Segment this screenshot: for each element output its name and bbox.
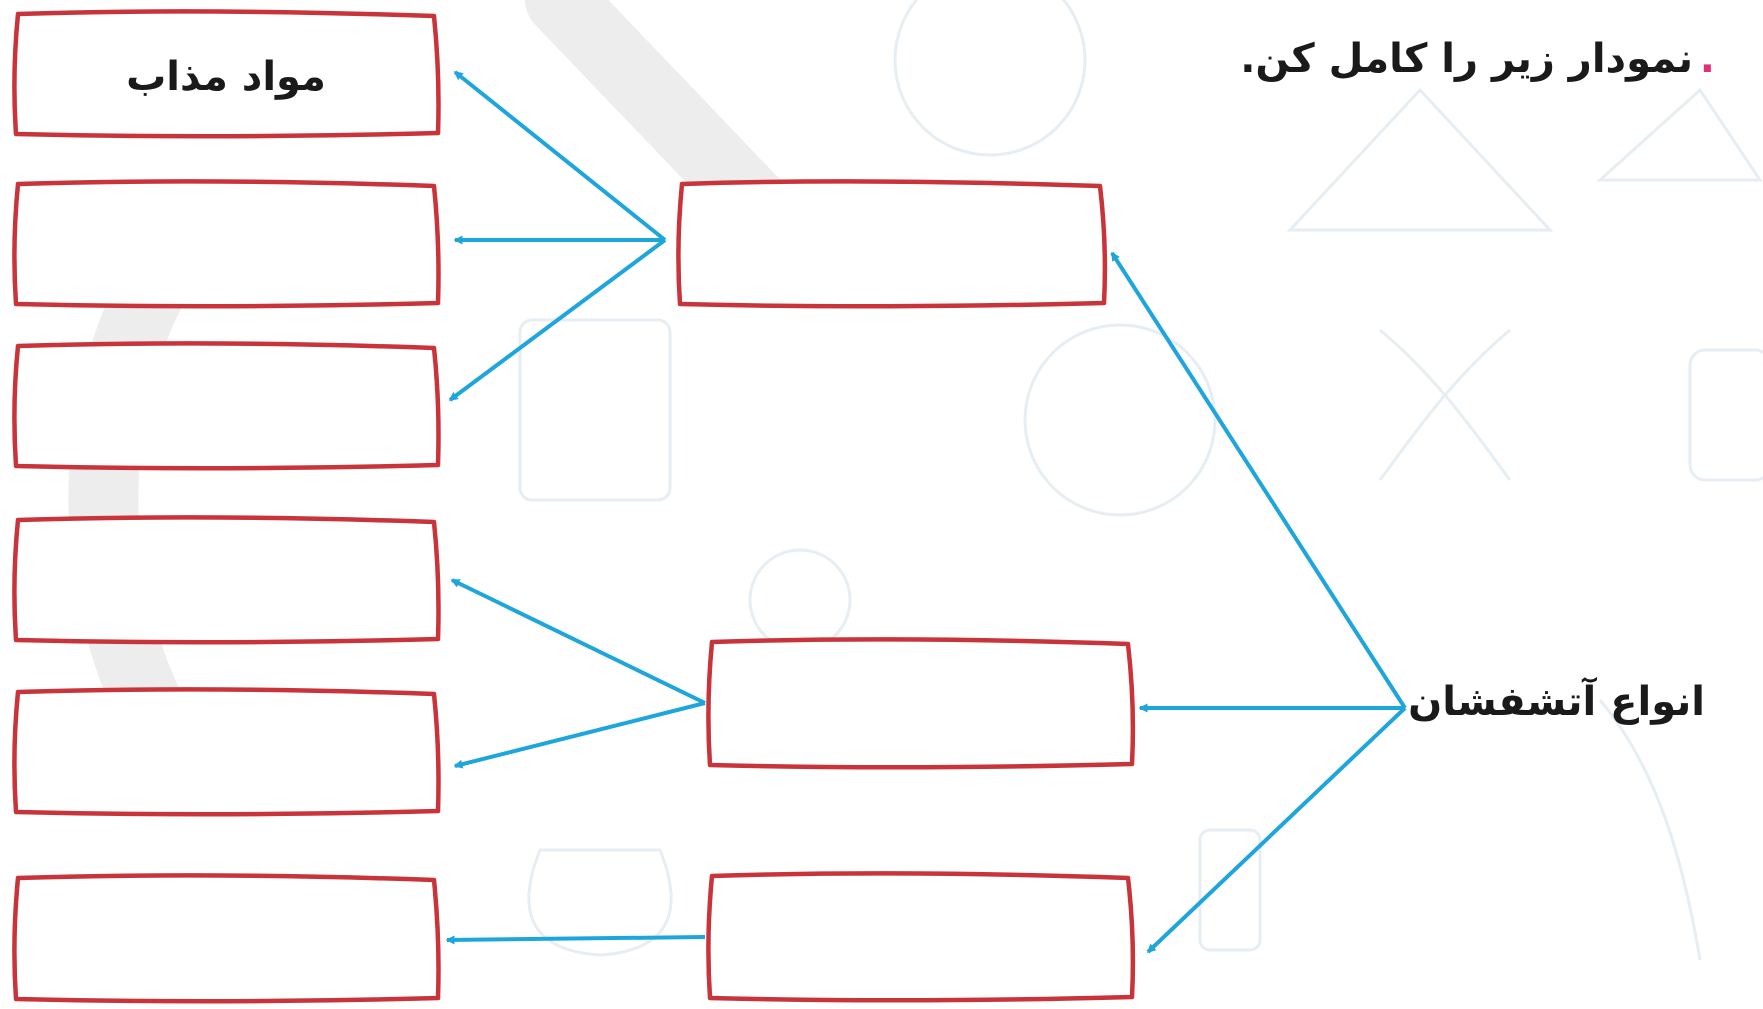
material-box-1[interactable]: مواد مذاب — [12, 9, 441, 139]
arrow-root-to-type-1 — [1110, 251, 1407, 710]
question-text: نمودار زیر را کامل کن. — [1240, 36, 1693, 82]
middle-boxes — [676, 179, 1136, 1003]
material-box-3[interactable] — [12, 341, 441, 471]
left-boxes: مواد مذاب — [12, 9, 441, 1004]
arrow-type-1-to-material-3 — [448, 238, 667, 402]
arrow-type-3-to-material-6 — [445, 935, 706, 945]
arrow-type-1-to-material-1 — [453, 70, 667, 242]
material-box-2[interactable] — [12, 179, 441, 309]
type-box-1[interactable] — [676, 179, 1108, 309]
material-box-6[interactable] — [12, 873, 441, 1004]
arrow-root-to-type-3 — [1146, 706, 1407, 954]
middle-connectors — [445, 70, 706, 945]
material-box-4[interactable] — [12, 515, 441, 645]
arrow-type-2-to-material-4 — [450, 578, 706, 705]
material-box-1-text: مواد مذاب — [126, 54, 326, 100]
background-doodles — [518, 0, 1763, 961]
arrow-type-2-to-material-5 — [453, 701, 706, 769]
type-box-2[interactable] — [706, 637, 1136, 770]
question-heading: ۹ . نمودار زیر را کامل کن. — [1240, 36, 1715, 82]
material-box-5[interactable] — [12, 687, 441, 817]
question-number-dot: . — [1700, 36, 1715, 82]
root-label: انواع آتشفشان — [1408, 676, 1705, 725]
root-connectors — [1110, 251, 1407, 954]
type-box-3[interactable] — [706, 871, 1136, 1003]
